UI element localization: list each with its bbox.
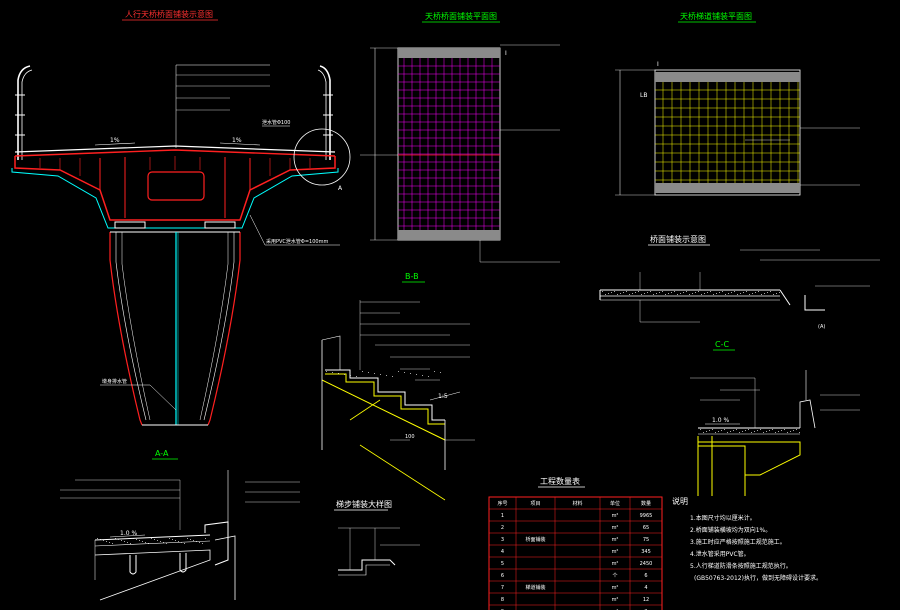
table-cell: m² — [612, 549, 619, 555]
section-b-drawing: 1:5 100 — [321, 300, 475, 501]
table-cell: 9965 — [640, 513, 653, 519]
table-cell: 6 — [644, 573, 647, 579]
title-qty-table: 工程数量表 — [540, 476, 580, 486]
section-c-drawing: 1.0 % — [690, 370, 860, 496]
table-cell: 7 — [501, 585, 504, 591]
note-2: 2.桥面铺装横坡均为双向1%。 — [690, 526, 771, 534]
title-deck-detail: 桥面铺装示意图 — [650, 234, 706, 244]
plan-b-drawing: I LB — [615, 61, 860, 196]
plan-b-lb: LB — [640, 92, 647, 99]
table-cell: 桥面铺装 — [525, 536, 545, 543]
title-cross-section: 人行天桥桥面铺装示意图 — [125, 9, 213, 19]
deck-detail-drawing: (A) — [599, 249, 880, 330]
pier-drain-note: 墩身排水管 — [102, 378, 127, 385]
deck-detail-mark: (A) — [818, 324, 825, 330]
notes-title: 说明 — [672, 496, 688, 506]
quantity-table: 序号 项目 材料 单位 数量 1 m² 9965 2 m² 65 3 桥面铺装 m² 75 4 m² 345 5 m²… — [488, 496, 663, 610]
table-cell: 2450 — [640, 561, 653, 567]
slope-right: 1% — [232, 137, 242, 144]
table-cell: 65 — [643, 525, 649, 531]
table-cell: 8 — [501, 597, 504, 603]
table-cell: m² — [612, 585, 619, 591]
table-header-cell: 序号 — [497, 500, 507, 507]
title-plan-a: 天桥桥面铺装平面图 — [425, 11, 497, 21]
stair-detail-drawing — [338, 527, 420, 576]
title-section-b: B-B — [405, 272, 419, 281]
plan-a-drawing: I — [360, 44, 560, 263]
table-cell: 345 — [641, 549, 651, 555]
section-a-drawing: 1.0 % — [60, 470, 300, 601]
title-plan-b: 天桥梯道铺装平面图 — [680, 11, 752, 21]
plan-b-section-mark: I — [657, 61, 659, 68]
table-cell: m² — [612, 561, 619, 567]
table-cell: 4 — [644, 585, 647, 591]
bb-dim: 100 — [405, 434, 415, 440]
table-cell: m² — [612, 513, 619, 519]
table-cell: 1 — [501, 513, 504, 519]
cross-section-drawing: 1% 1% A 泄水管Φ100 采用PVC泄水管Φ=100mm 墩身排水管 — [11, 64, 351, 426]
table-header-cell: 材料 — [572, 500, 582, 507]
title-section-a: A-A — [155, 449, 169, 458]
drain-pipe-note: 泄水管Φ100 — [262, 119, 290, 126]
table-cell: 2 — [501, 525, 504, 531]
title-stair-detail: 梯步铺装大样图 — [336, 499, 392, 509]
note-3: 3.施工时应严格按照施工规范施工。 — [690, 538, 786, 546]
table-cell: 梯道铺装 — [525, 584, 545, 591]
note-4: 4.泄水管采用PVC管。 — [690, 550, 750, 558]
table-cell: 5 — [501, 561, 504, 567]
table-cell: 个 — [612, 573, 617, 579]
table-header-cell: 项目 — [530, 501, 540, 507]
table-cell: 4 — [501, 549, 504, 555]
table-cell: m² — [612, 525, 619, 531]
detail-a-label: A — [338, 185, 343, 192]
note-6: (GB50763-2012)执行，做到无障碍设计要求。 — [694, 574, 822, 582]
note-5: 5.人行梯道防滑条按照施工规范执行。 — [690, 562, 792, 570]
slope-cc: 1.0 % — [712, 417, 729, 424]
table-header-cell: 数量 — [641, 500, 651, 507]
title-section-c: C-C — [715, 340, 729, 349]
table-cell: 75 — [643, 537, 649, 543]
table-cell: 3 — [501, 537, 504, 543]
plan-a-section-mark: I — [505, 50, 507, 57]
pvc-note: 采用PVC泄水管Φ=100mm — [266, 238, 328, 245]
table-cell: 6 — [501, 573, 504, 579]
note-1: 1.本图尺寸均以厘米计。 — [690, 514, 756, 522]
table-cell: m² — [612, 597, 619, 603]
table-cell: 12 — [643, 597, 649, 603]
table-cell: m² — [612, 537, 619, 543]
table-header-cell: 单位 — [610, 500, 620, 507]
slope-left: 1% — [110, 137, 120, 144]
notes-block: 说明 1.本图尺寸均以厘米计。 2.桥面铺装横坡均为双向1%。 3.施工时应严格… — [672, 496, 822, 582]
slope-aa: 1.0 % — [120, 530, 137, 537]
